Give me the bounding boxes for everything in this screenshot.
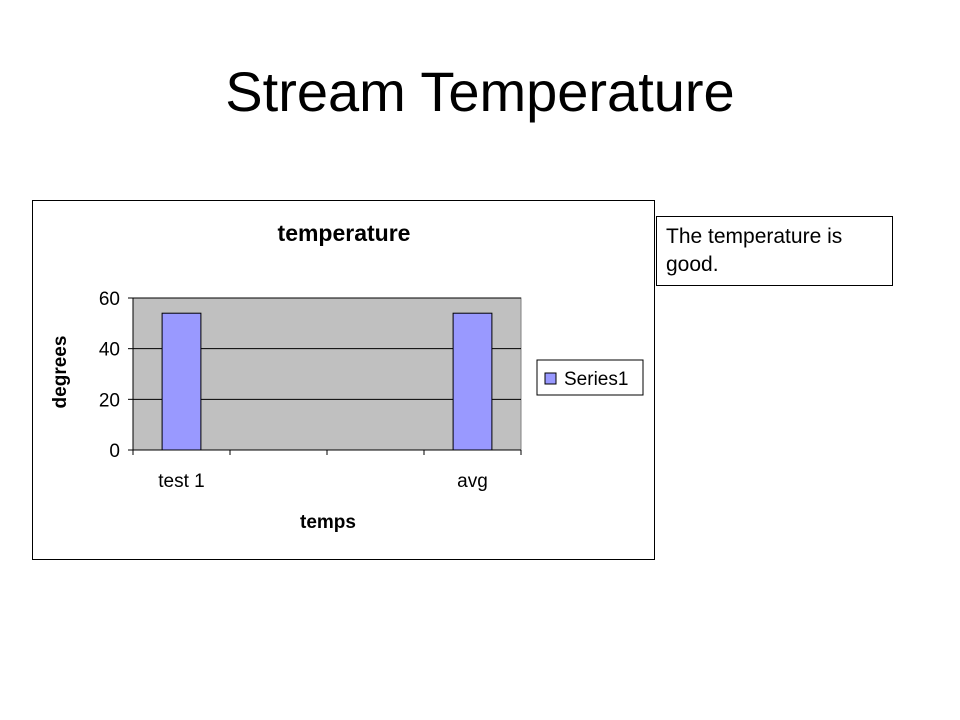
y-tick-label: 40 [99, 340, 120, 361]
legend-swatch-series1 [544, 372, 557, 385]
bar [452, 312, 493, 451]
bar-chart: temperature degrees temps 0 20 40 60 test 1 a… [50, 220, 644, 533]
x-tick-label: avg [457, 471, 488, 492]
note-textbox: The temperature is good. [656, 216, 893, 286]
x-tick-label: test 1 [158, 471, 204, 492]
y-tick-label: 0 [109, 441, 120, 462]
y-tick-label: 20 [99, 390, 120, 411]
chart-container: temperature degrees temps 0 20 40 60 test 1 a… [32, 200, 655, 560]
chart-title: temperature [278, 220, 411, 246]
y-axis-label: degrees [50, 336, 71, 409]
legend: Series1 [536, 359, 644, 396]
legend-label-series1: Series1 [564, 369, 628, 390]
bar [161, 312, 202, 451]
y-tick-label: 60 [99, 289, 120, 310]
slide-title: Stream Temperature [225, 60, 735, 123]
x-axis-label: temps [300, 512, 356, 533]
